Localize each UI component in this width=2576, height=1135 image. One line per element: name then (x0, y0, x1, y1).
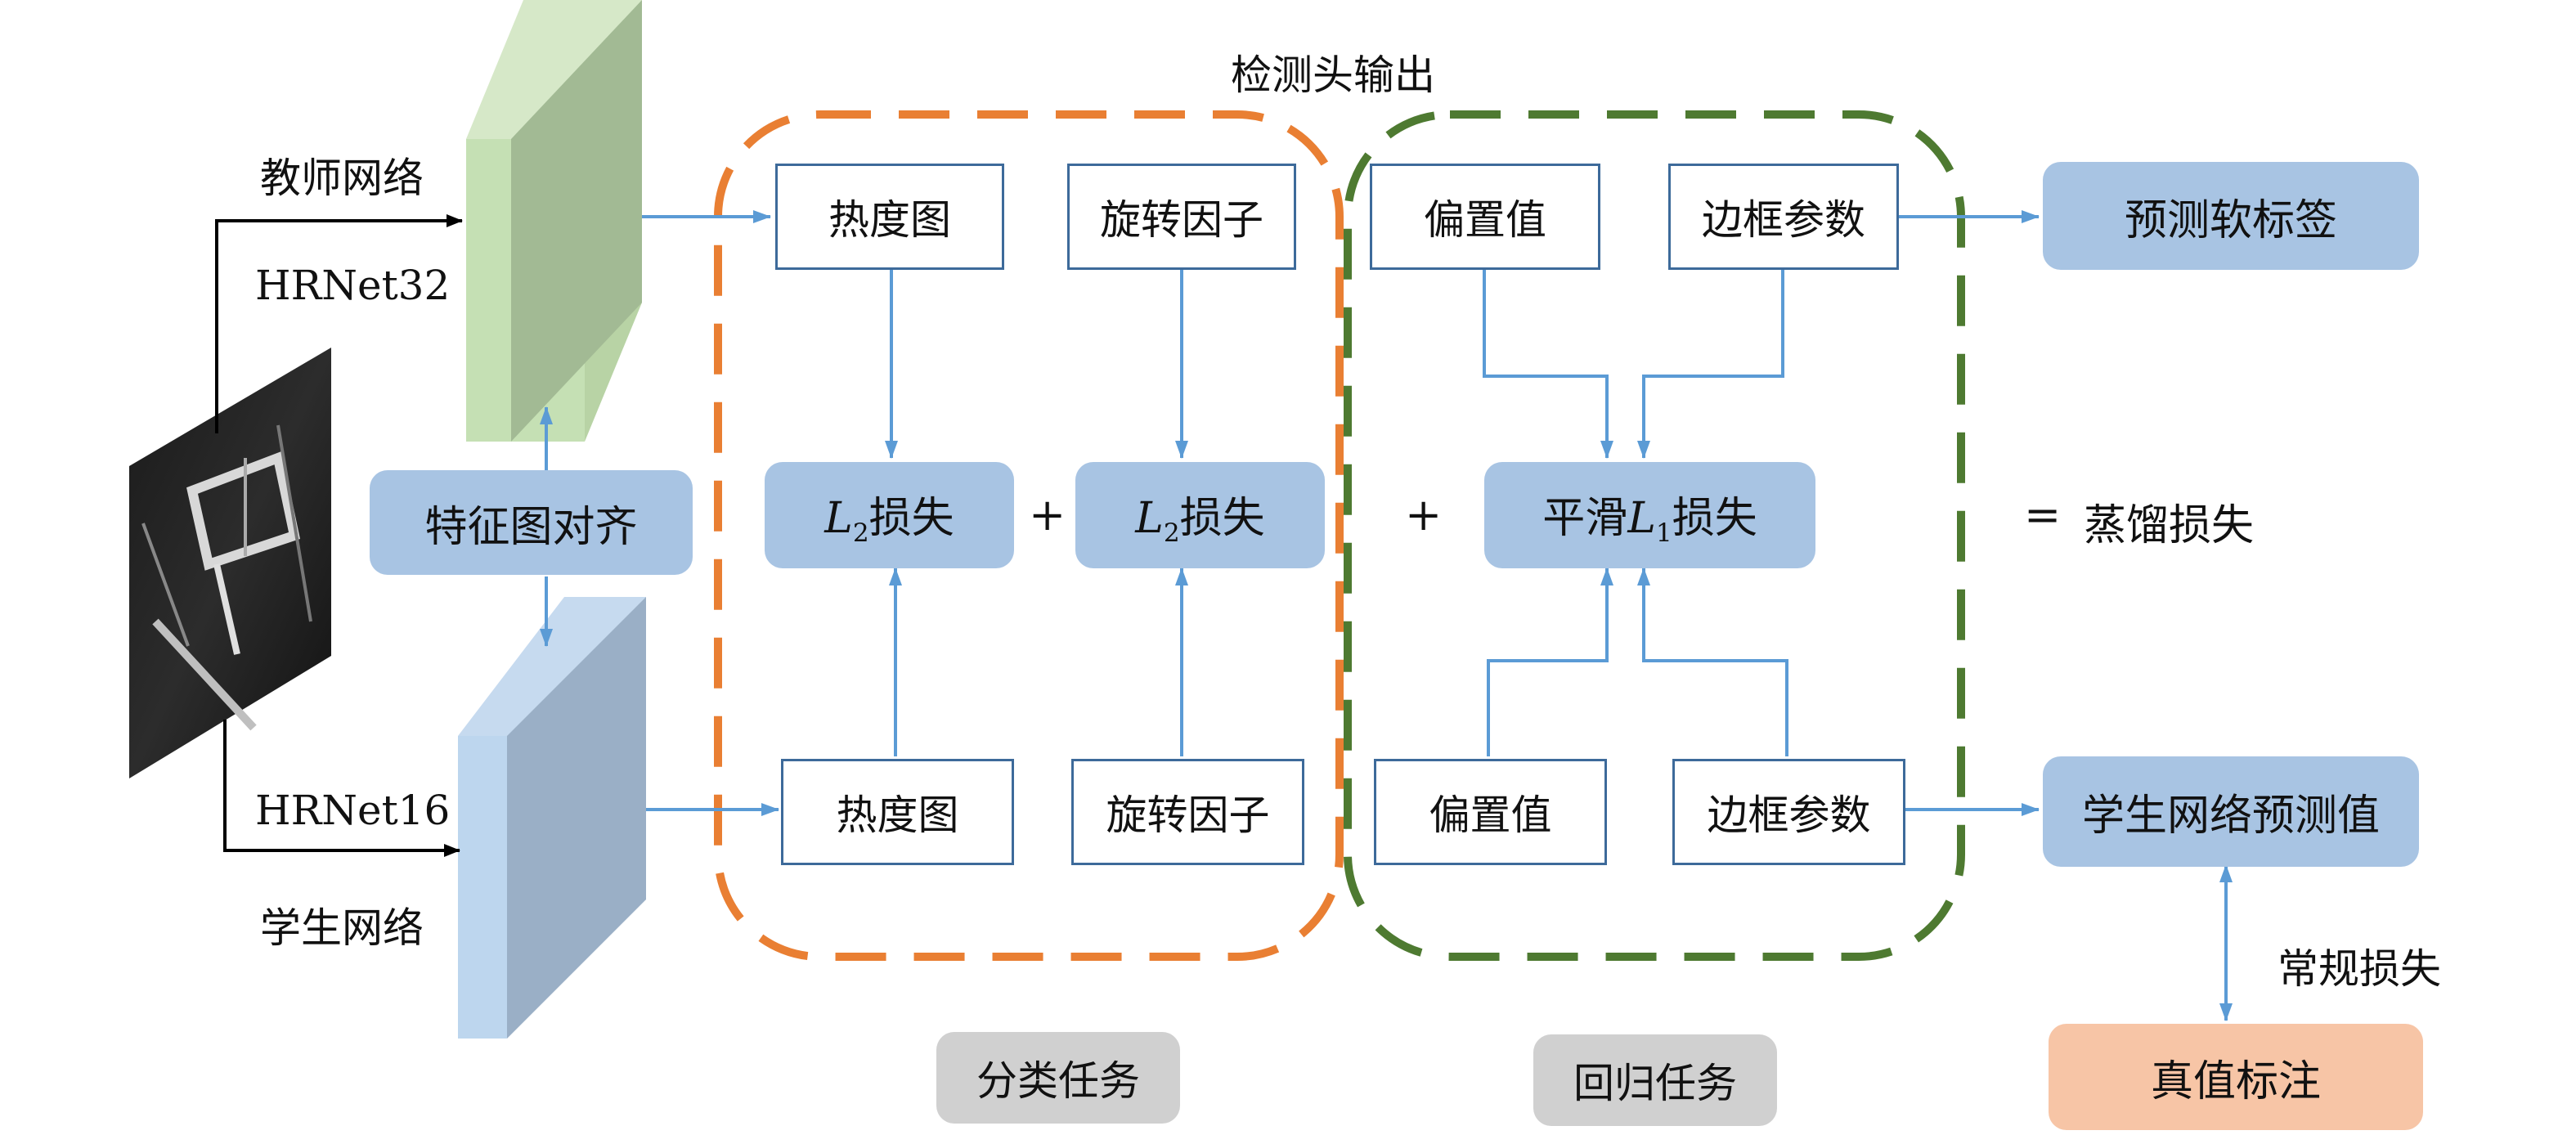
teacher-heatmap-box: 热度图 (775, 164, 1004, 270)
equals-operator: = (2024, 489, 2062, 541)
student-offset-box: 偏置值 (1374, 759, 1607, 865)
distill-loss-label: 蒸馏损失 (2084, 501, 2255, 550)
input-to-teacher-arrow (215, 214, 463, 433)
teacher-label: 教师网络 (260, 155, 424, 202)
sar-input-image (129, 348, 331, 778)
teacher-offset-label: 偏置值 (1424, 196, 1546, 244)
teacher-bbox-params-label: 边框参数 (1702, 196, 1865, 244)
regression-task-label: 回归任务 (1573, 1060, 1737, 1107)
teacher-feature-block (466, 0, 642, 442)
feature-align-label: 特征图对齐 (424, 502, 638, 552)
teacher-model-label: HRNet32 (255, 262, 451, 309)
student-rotation-box: 旋转因子 (1071, 759, 1304, 865)
head-output-title: 检测头输出 (1231, 52, 1435, 99)
student-pred-text: 学生网络预测值 (2081, 792, 2380, 841)
student-model-label: HRNet16 (255, 787, 451, 834)
l2-loss-heatmap-label: L2损失 (824, 493, 954, 548)
soft-label-text: 预测软标签 (2124, 195, 2337, 245)
l2-loss-rotation-label: L2损失 (1135, 493, 1265, 548)
smooth-l1-loss-box: 平滑L1损失 (1484, 462, 1815, 568)
teacher-offset-box: 偏置值 (1370, 164, 1600, 270)
plus-operator-1: + (1029, 489, 1066, 541)
feature-align-box: 特征图对齐 (370, 470, 693, 575)
soft-label-box: 预测软标签 (2043, 162, 2419, 270)
student-heatmap-box: 热度图 (781, 759, 1014, 865)
student-bbox-params-box: 边框参数 (1672, 759, 1905, 865)
classification-task-label: 分类任务 (976, 1057, 1140, 1105)
teacher-rotation-label: 旋转因子 (1100, 196, 1263, 244)
teacher-bbox-params-box: 边框参数 (1668, 164, 1899, 270)
student-offset-label: 偏置值 (1429, 792, 1552, 839)
classification-task-box: 分类任务 (936, 1032, 1180, 1124)
input-to-student-arrow (223, 720, 460, 857)
smooth-l1-loss-label: 平滑L1损失 (1542, 493, 1757, 548)
classification-group (714, 110, 1344, 961)
student-bbox-params-label: 边框参数 (1707, 792, 1871, 839)
student-pred-box: 学生网络预测值 (2043, 756, 2419, 867)
l2-loss-heatmap-box: L2损失 (765, 462, 1014, 568)
student-rotation-label: 旋转因子 (1106, 792, 1270, 839)
ground-truth-text: 真值标注 (2150, 1056, 2321, 1106)
student-heatmap-label: 热度图 (836, 792, 959, 839)
regular-loss-label: 常规损失 (2278, 945, 2441, 993)
regression-group (1344, 110, 1965, 961)
student-label: 学生网络 (260, 904, 424, 952)
teacher-heatmap-label: 热度图 (828, 196, 951, 244)
student-feature-block (458, 597, 646, 1039)
plus-operator-2: + (1405, 489, 1443, 541)
teacher-rotation-box: 旋转因子 (1067, 164, 1296, 270)
regression-task-box: 回归任务 (1533, 1034, 1777, 1126)
l2-loss-rotation-box: L2损失 (1075, 462, 1325, 568)
ground-truth-box: 真值标注 (2049, 1024, 2423, 1130)
